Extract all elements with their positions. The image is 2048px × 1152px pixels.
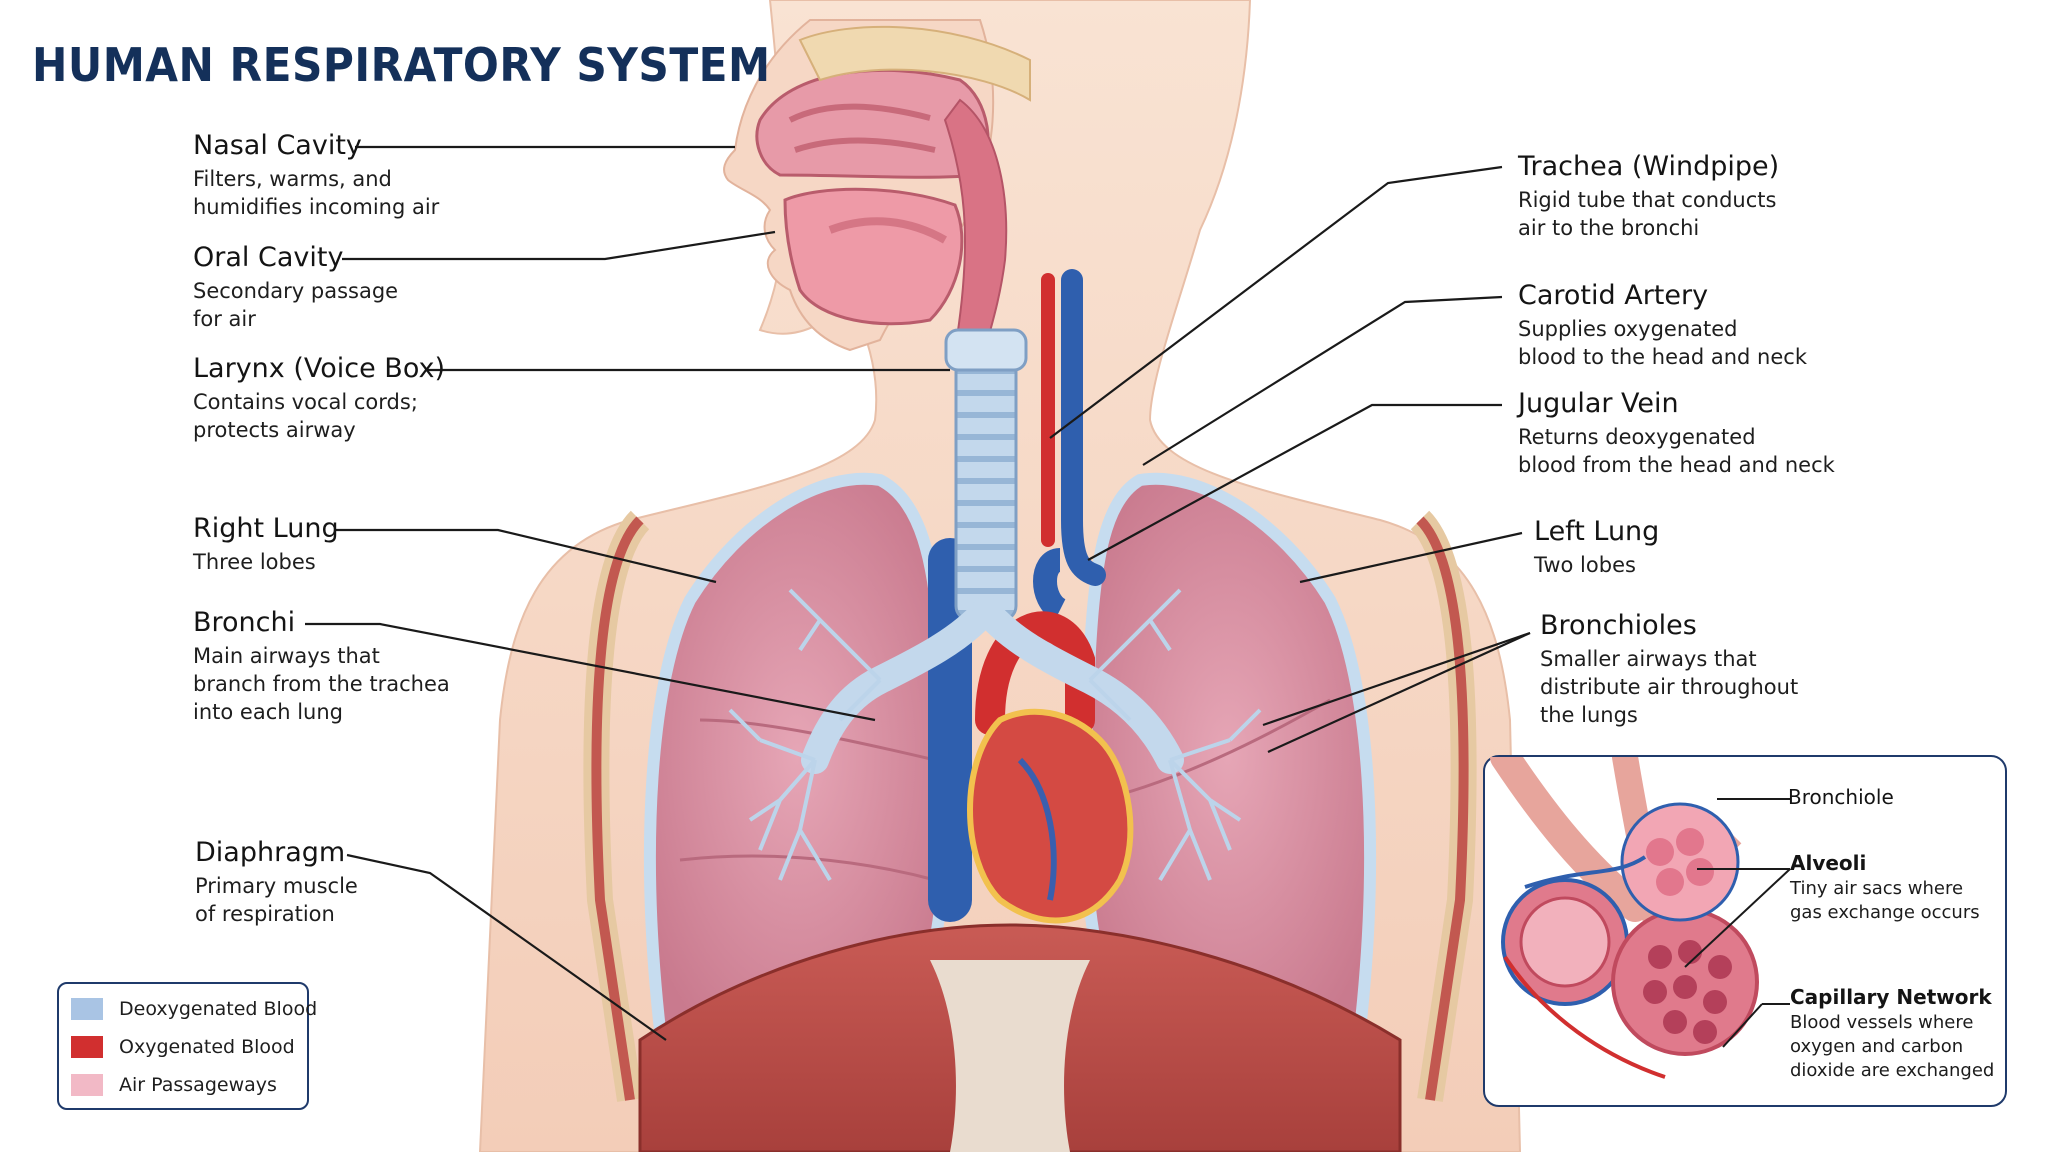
callout-name: Oral Cavity <box>193 242 344 273</box>
callout-name: Carotid Artery <box>1518 280 1709 311</box>
callout-desc: Rigid tube that conducts air to the bron… <box>1518 188 1777 240</box>
color-legend: Deoxygenated Blood Oxygenated Blood Air … <box>57 982 317 1110</box>
callout-desc: Primary muscle of respiration <box>195 874 358 926</box>
callout-name: Jugular Vein <box>1518 388 1679 419</box>
alveoli-illustration <box>1490 757 1791 1079</box>
legend-swatch <box>71 1074 103 1096</box>
callout-desc: Secondary passage for air <box>193 279 399 331</box>
callout-desc: Contains vocal cords; protects airway <box>193 390 418 442</box>
callout-name: Nasal Cavity <box>193 130 362 161</box>
callout-name: Diaphragm <box>195 837 346 868</box>
inset-desc: Blood vessels where oxygen and carbon di… <box>1790 1012 1995 1081</box>
callout-name: Larynx (Voice Box) <box>193 353 446 384</box>
callout-carotid-artery: Carotid Artery Supplies oxygenated blood… <box>1518 280 1807 371</box>
callout-jugular-vein: Jugular Vein Returns deoxygenated blood … <box>1518 388 1835 479</box>
callout-diaphragm: Diaphragm Primary muscle of respiration <box>195 837 358 928</box>
inset-name: Bronchiole <box>1788 785 1894 809</box>
legend-item-deoxygenated: Deoxygenated Blood <box>71 996 317 1022</box>
legend-swatch <box>71 998 103 1020</box>
trachea-shape <box>954 338 1018 622</box>
callout-name: Bronchioles <box>1540 610 1697 641</box>
legend-item-air: Air Passageways <box>71 1072 277 1098</box>
left-leader-lines <box>305 145 950 1041</box>
legend-swatch <box>71 1036 103 1058</box>
callout-name: Bronchi <box>193 607 296 638</box>
right-leader-lines <box>1049 165 1531 754</box>
callout-desc: Supplies oxygenated blood to the head an… <box>1518 317 1807 369</box>
bronchi-shape <box>801 596 1000 774</box>
callout-name: Right Lung <box>193 513 339 544</box>
callout-name: Left Lung <box>1534 516 1660 547</box>
legend-label: Deoxygenated Blood <box>119 998 318 1020</box>
callout-nasal-cavity: Nasal Cavity Filters, warms, and humidif… <box>193 130 439 221</box>
inset-label-alveoli: Alveoli Tiny air sacs where gas exchange… <box>1790 851 1980 925</box>
alveoli-inset: Bronchiole Alveoli Tiny air sacs where g… <box>1483 755 2007 1107</box>
legend-item-oxygenated: Oxygenated Blood <box>71 1034 295 1060</box>
callout-oral-cavity: Oral Cavity Secondary passage for air <box>193 242 398 333</box>
callout-trachea: Trachea (Windpipe) Rigid tube that condu… <box>1518 151 1779 242</box>
callout-larynx: Larynx (Voice Box) Contains vocal cords;… <box>193 353 445 444</box>
inset-name: Alveoli <box>1790 851 1867 875</box>
callout-left-lung: Left Lung Two lobes <box>1534 516 1659 579</box>
callout-desc: Filters, warms, and humidifies incoming … <box>193 167 440 219</box>
bronchiole-trees <box>728 588 1262 882</box>
inset-desc: Tiny air sacs where gas exchange occurs <box>1790 878 1980 923</box>
callout-desc: Returns deoxygenated blood from the head… <box>1518 425 1835 477</box>
callout-right-lung: Right Lung Three lobes <box>193 513 339 576</box>
callout-name: Trachea (Windpipe) <box>1518 151 1780 182</box>
jugular-vein-shape <box>1061 269 1106 586</box>
callout-bronchi: Bronchi Main airways that branch from th… <box>193 607 450 726</box>
callout-desc: Main airways that branch from the trache… <box>193 644 450 724</box>
oral-cavity-shape <box>783 187 964 326</box>
legend-label: Air Passageways <box>119 1074 277 1096</box>
inset-label-bronchiole: Bronchiole <box>1788 785 1894 809</box>
legend-label: Oxygenated Blood <box>119 1036 295 1058</box>
inset-name: Capillary Network <box>1790 985 1992 1009</box>
inset-label-capillary: Capillary Network Blood vessels where ox… <box>1790 985 1994 1083</box>
page-title: HUMAN RESPIRATORY SYSTEM <box>32 38 771 92</box>
callout-desc: Two lobes <box>1534 553 1636 577</box>
callout-desc: Three lobes <box>193 550 316 574</box>
callout-bronchioles: Bronchioles Smaller airways that distrib… <box>1540 610 1798 729</box>
alveoli-sacs <box>1643 940 1732 1044</box>
callout-desc: Smaller airways that distribute air thro… <box>1540 647 1799 727</box>
